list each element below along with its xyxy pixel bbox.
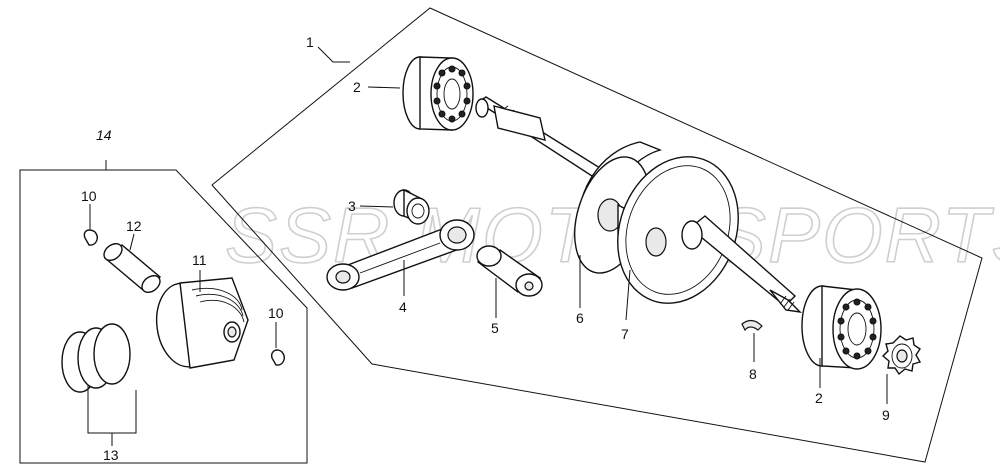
- connecting-rod: [326, 219, 475, 291]
- crankshaft-group-outline: [211, 7, 983, 463]
- callout-5: 5: [491, 320, 499, 336]
- callout-10-left: 10: [81, 188, 97, 204]
- woodruff-key: [741, 319, 763, 332]
- crank-pin: [476, 245, 543, 297]
- callout-2-upper: 2: [353, 79, 361, 95]
- callout-14: 14: [96, 127, 112, 143]
- sprocket: [881, 335, 922, 376]
- bearing-lower: [801, 285, 882, 370]
- callout-6: 6: [576, 310, 584, 326]
- callout-3: 3: [348, 198, 356, 214]
- piston-rings: [61, 323, 131, 393]
- callout-2-lower: 2: [815, 390, 823, 406]
- needle-bearing: [393, 188, 430, 225]
- piston-pin: [103, 243, 162, 293]
- circlip-right: [270, 349, 285, 366]
- callout-10-right: 10: [268, 305, 284, 321]
- callout-11: 11: [192, 252, 207, 268]
- leader-lines: [87, 46, 888, 446]
- callout-4: 4: [399, 299, 407, 315]
- callout-12: 12: [126, 218, 142, 234]
- piston: [155, 277, 249, 369]
- callout-13: 13: [103, 447, 119, 463]
- bearing-upper: [402, 56, 474, 131]
- callout-1: 1: [306, 34, 314, 50]
- circlip-left: [83, 229, 98, 246]
- piston-group-outline: [19, 169, 308, 464]
- callout-7: 7: [621, 326, 629, 342]
- crankshaft: [475, 96, 802, 313]
- callout-8: 8: [749, 366, 757, 382]
- callout-9: 9: [882, 407, 890, 423]
